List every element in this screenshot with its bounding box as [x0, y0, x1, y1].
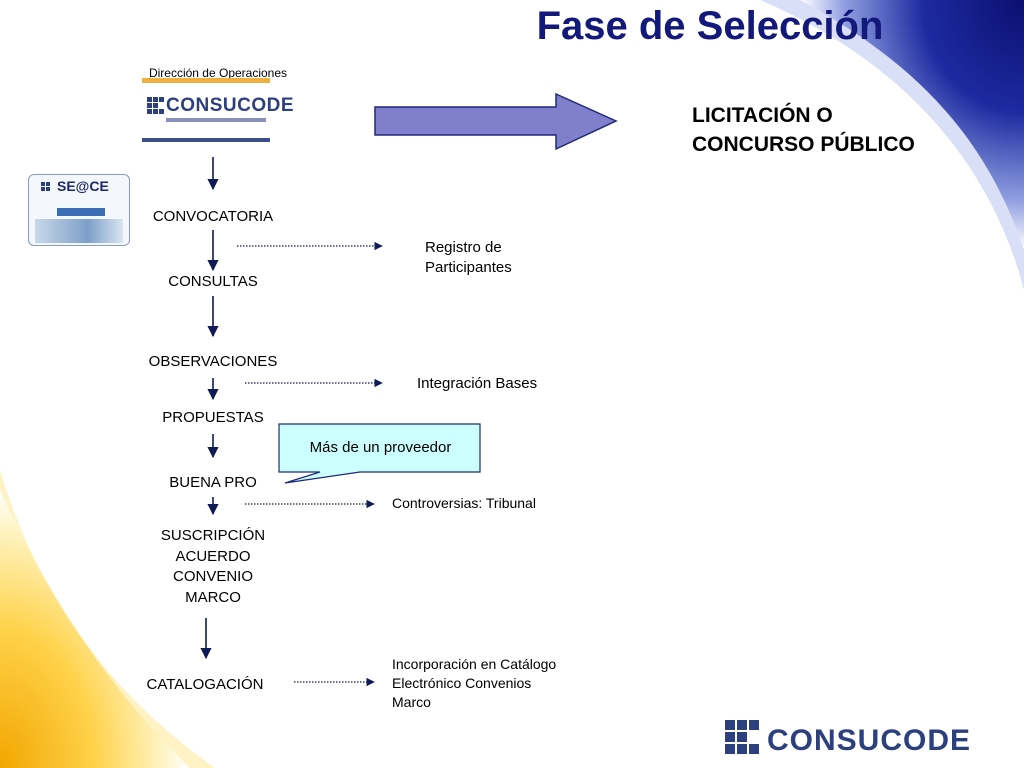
slide-subtitle: Dirección de Operaciones: [148, 66, 288, 80]
seace-logo: SE@CE: [28, 174, 130, 246]
step-observaciones: OBSERVACIONES: [148, 353, 278, 370]
consucode-footer-logo: CONSUCODE: [725, 718, 1015, 758]
note-registro: Registro de Participantes: [425, 238, 585, 278]
note-incorporacion: Incorporación en Catálogo Electrónico Co…: [392, 655, 592, 712]
blue-swoosh-light: [760, 0, 1024, 290]
consucode-logo-text: CONSUCODE: [166, 95, 295, 116]
consucode-tagline-bar: [166, 118, 266, 122]
step-buena-pro: BUENA PRO: [169, 474, 257, 491]
callout-text: Más de un proveedor: [309, 439, 452, 456]
licitacion-heading: LICITACIÓN O CONCURSO PÚBLICO: [692, 101, 992, 159]
consucode-logo: CONSUCODE: [142, 78, 294, 142]
note-registro-line1: Registro de: [425, 239, 502, 256]
note-incorporacion-line3: Marco: [392, 694, 431, 710]
note-controversias: Controversias: Tribunal: [392, 495, 536, 511]
gold-swoosh-decoration: [0, 490, 190, 768]
big-right-arrow: [374, 92, 618, 151]
note-incorporacion-line2: Electrónico Convenios: [392, 675, 532, 691]
consucode-grid-icon: [147, 97, 165, 115]
slide-title: Fase de Selección: [536, 4, 884, 48]
step-suscripcion: SUSCRIPCIÓN ACUERDO CONVENIO MARCO: [133, 526, 293, 608]
blue-swoosh-decoration: [800, 0, 1024, 250]
note-registro-line2: Participantes: [425, 259, 512, 276]
step-suscripcion-line3: CONVENIO: [172, 568, 253, 585]
step-suscripcion-line4: MARCO: [185, 588, 241, 606]
seace-screenshot-image: [35, 219, 123, 243]
step-consultas: CONSULTAS: [168, 273, 258, 290]
licitacion-heading-line2: CONCURSO PÚBLICO: [692, 133, 915, 156]
step-suscripcion-line1: SUSCRIPCIÓN: [160, 527, 266, 544]
step-catalogacion: CATALOGACIÓN: [146, 676, 264, 693]
seace-enter-bar: [57, 208, 105, 216]
licitacion-heading-line1: LICITACIÓN O: [692, 104, 833, 127]
seace-grid-icon: [41, 182, 55, 196]
note-incorporacion-line1: Incorporación en Catálogo: [392, 656, 557, 672]
callout-bubble: [278, 423, 481, 484]
note-integracion: Integración Bases: [417, 375, 538, 392]
step-suscripcion-line2: ACUERDO: [175, 547, 251, 565]
step-convocatoria: CONVOCATORIA: [152, 208, 274, 225]
consucode-footer-grid-icon: [725, 720, 761, 756]
step-propuestas: PROPUESTAS: [162, 409, 264, 426]
seace-logo-text: SE@CE: [57, 178, 109, 194]
consucode-footer-text: CONSUCODE: [767, 724, 972, 757]
